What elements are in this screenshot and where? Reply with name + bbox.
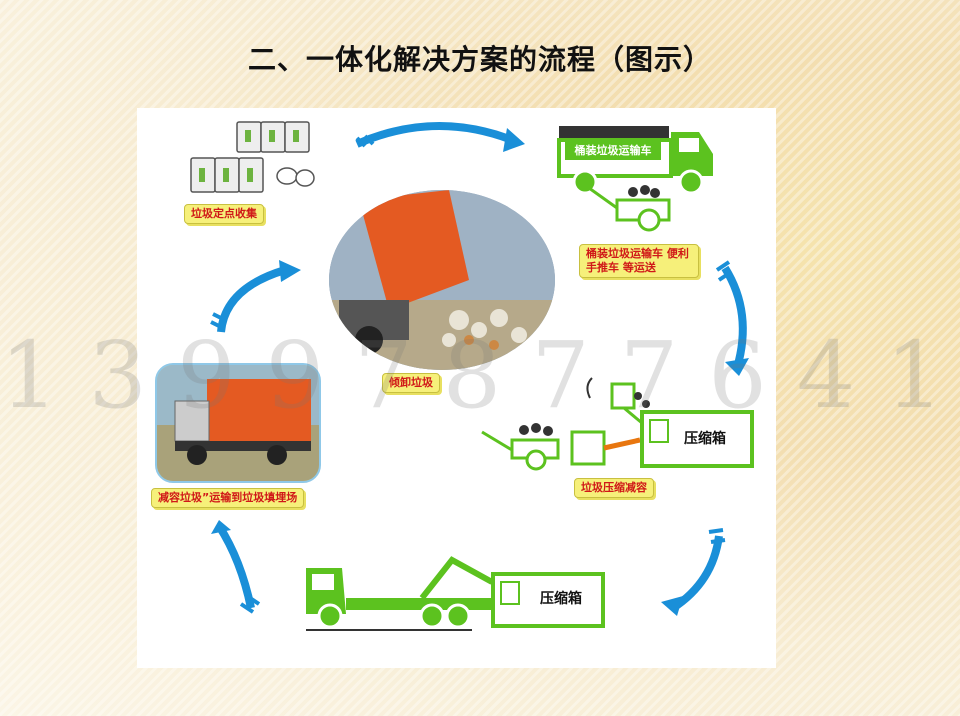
step-transport-label: 桶装垃圾运输车 便利手推车 等运送 xyxy=(579,244,699,278)
step-collection-label: 垃圾定点收集 xyxy=(184,204,264,224)
flow-arrow-bottom-left xyxy=(211,520,261,614)
slide-title: 二、一体化解决方案的流程（图示） xyxy=(247,43,712,76)
step-landfill-label: 减容垃圾”运输到垃圾填埋场 xyxy=(151,488,305,508)
container-truck-illustration xyxy=(157,365,319,481)
flow-arrow-right xyxy=(715,260,749,376)
step-compression-label: 垃圾压缩减容 xyxy=(574,478,654,498)
step-dumping-label: 倾卸垃圾 xyxy=(382,373,440,393)
dumping-photo xyxy=(329,190,555,370)
compress-box-label-2: 压缩箱 xyxy=(540,591,582,607)
flow-arrow-bottom-right xyxy=(661,528,726,616)
hand-cart-illustration xyxy=(588,185,671,232)
compress-box-label: 压缩箱 xyxy=(684,431,726,447)
hook-lift-truck-illustration xyxy=(306,556,526,631)
truck-sign: 桶装垃圾运输车 xyxy=(565,142,661,160)
flow-arrow-left xyxy=(210,260,301,333)
process-diagram: 垃圾定点收集 桶装垃圾运输车 桶装垃圾运输车 便利手推车 等运送 xyxy=(137,108,776,668)
dumping-truck-illustration xyxy=(329,190,555,370)
flow-arrow-top xyxy=(355,122,525,152)
compression-scene-illustration xyxy=(481,377,754,471)
garbage-bins-illustration xyxy=(190,121,315,193)
compression-box-illustration xyxy=(491,572,605,628)
container-truck-photo xyxy=(155,363,321,483)
